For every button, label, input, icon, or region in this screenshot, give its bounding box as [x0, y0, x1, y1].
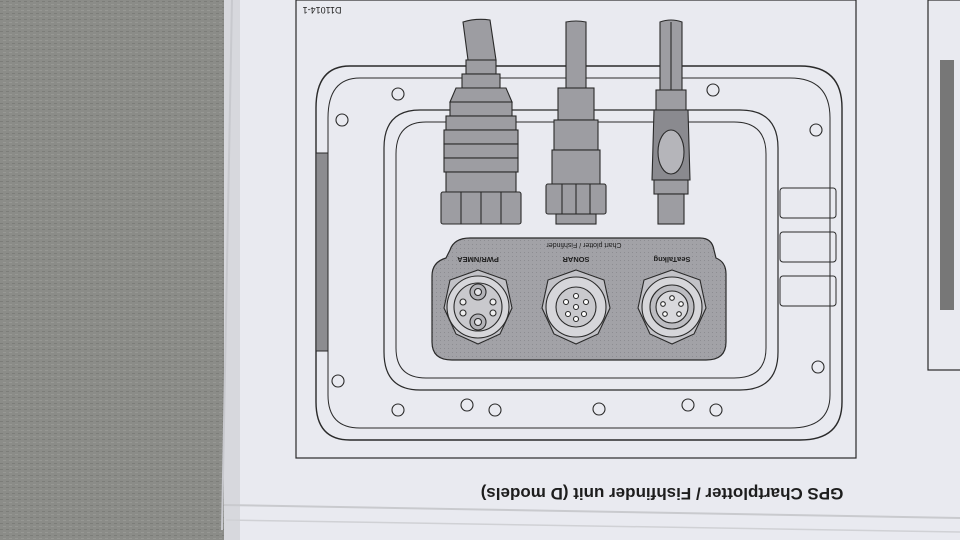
- seatalk-socket: [637, 269, 707, 345]
- unit-outline: [315, 65, 843, 441]
- pwr-nmea-socket: [443, 269, 513, 345]
- side-slot-2: [779, 231, 837, 263]
- figure-id: D11014-1: [303, 5, 342, 15]
- seatalk-cable-plug: [651, 19, 691, 225]
- side-slot-3: [779, 275, 837, 307]
- screw-holes: [331, 83, 825, 417]
- page-border: [295, 0, 857, 459]
- side-grip: [315, 152, 329, 352]
- panel-label: Chart plotter / Fishfinder: [546, 241, 622, 248]
- gasket-outline: [383, 109, 779, 391]
- power-cable-plug: [440, 18, 522, 225]
- sonar-socket: [541, 269, 611, 345]
- sonar-cable-plug: [545, 20, 607, 225]
- connector-label-pwr-nmea: PWR/NMEA: [457, 255, 499, 264]
- next-page-frame: [927, 0, 960, 371]
- connector-label-sonar: SONAR: [562, 255, 590, 264]
- side-slot-1: [779, 187, 837, 219]
- connector-label-seatalk: SeaTalkng: [653, 255, 690, 264]
- figure-caption: GPS Chartplotter / Fishfinder unit (D mo…: [481, 484, 844, 503]
